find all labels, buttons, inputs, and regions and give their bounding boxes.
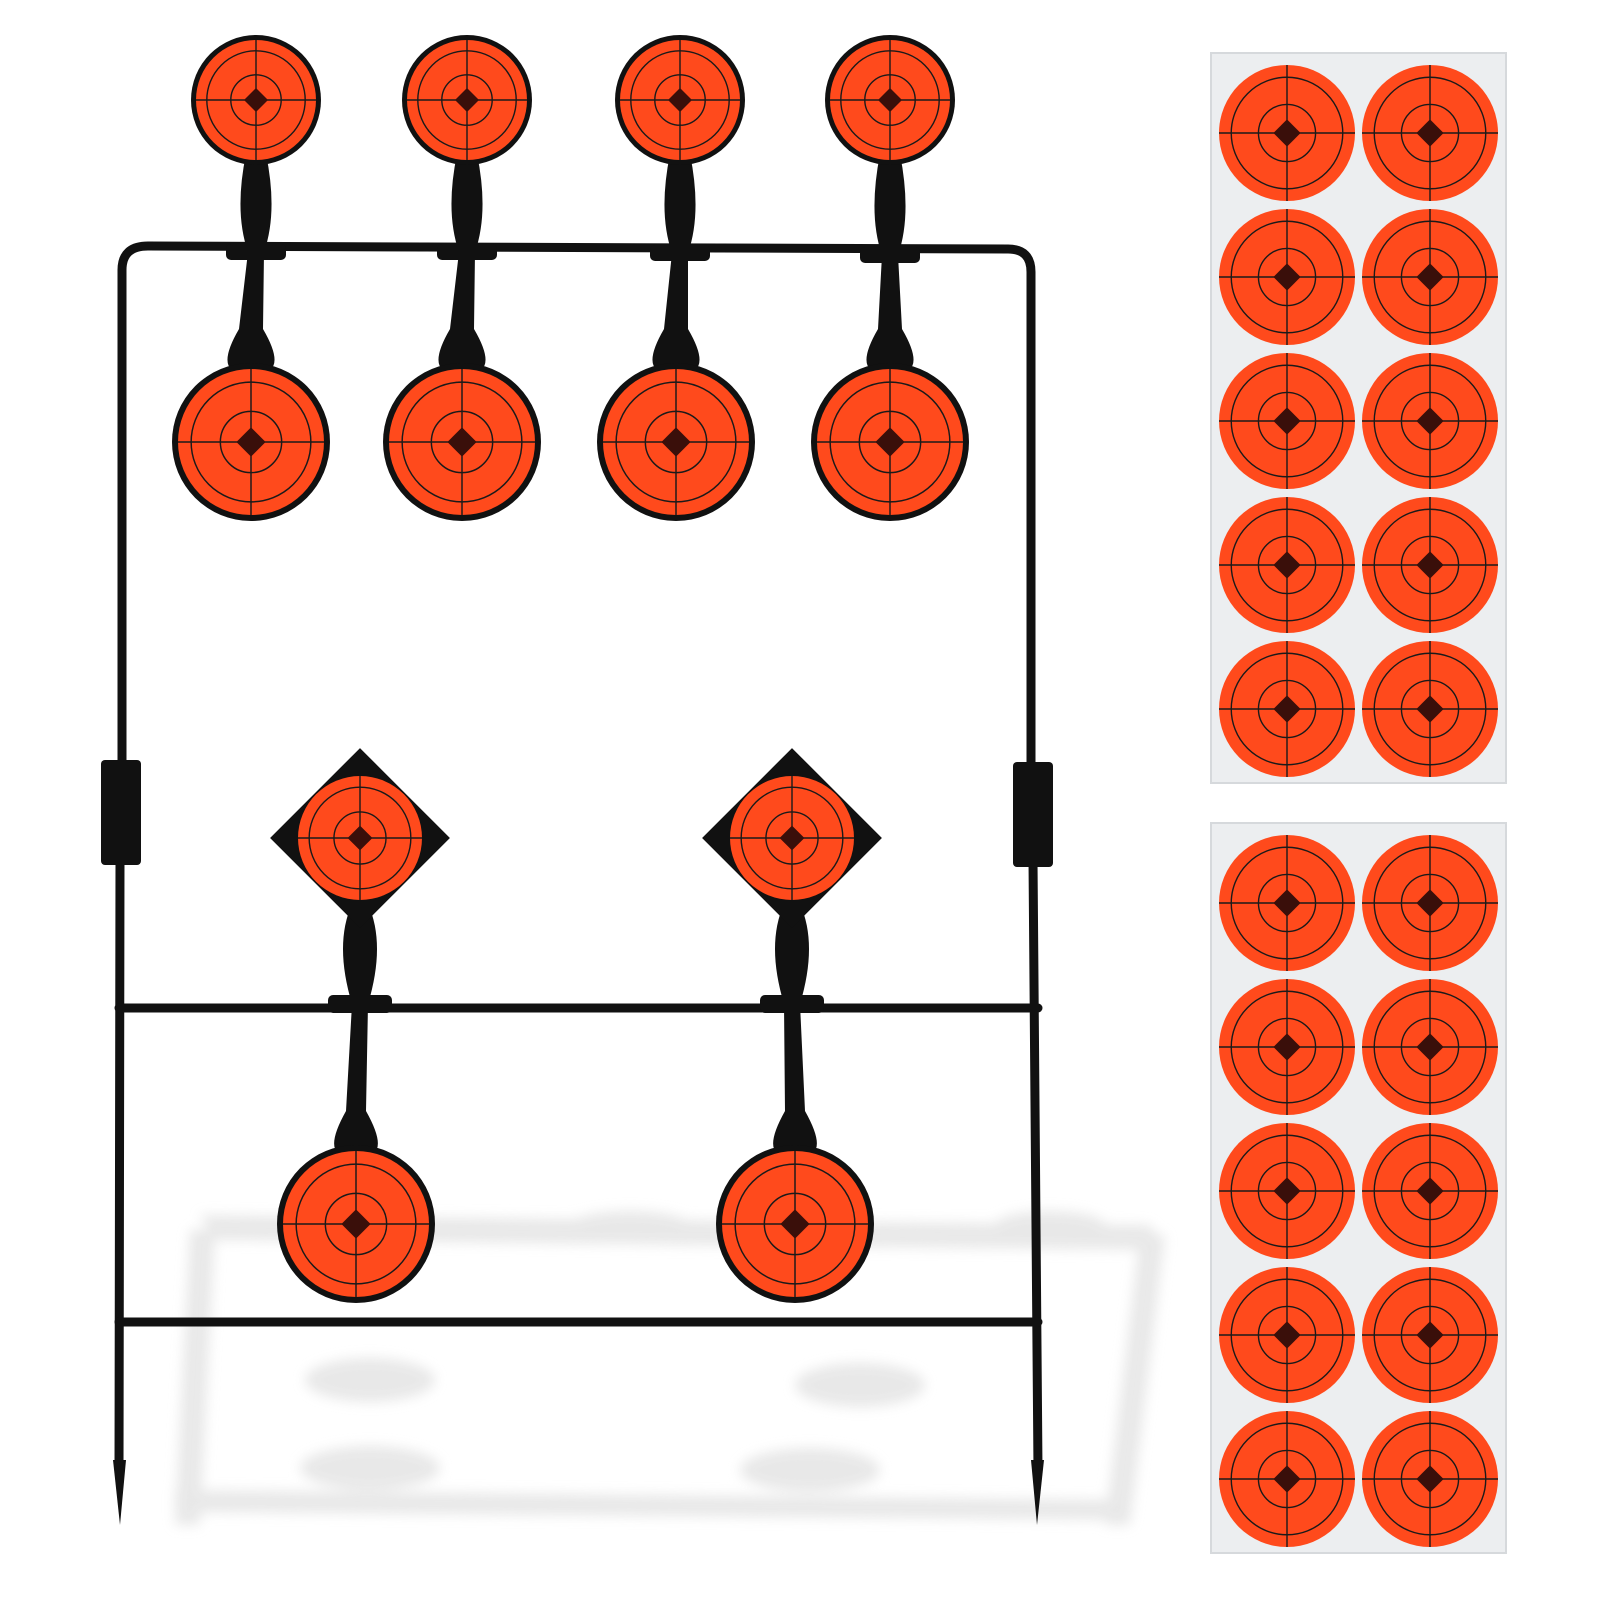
- pivot-collar: [650, 245, 710, 261]
- frame-left-leg: [114, 855, 125, 1475]
- target-sticker: [283, 1151, 429, 1297]
- target-sticker: [1219, 1123, 1355, 1259]
- pivot-collar: [328, 995, 392, 1013]
- target-sticker: [1362, 1267, 1498, 1403]
- target-sticker: [1362, 497, 1498, 633]
- target-sticker: [1219, 641, 1355, 777]
- ground-stake-left: [113, 1460, 126, 1525]
- target-stand-frame: [101, 241, 1053, 1525]
- paddle-arm: [866, 154, 914, 374]
- paddle-arm: [652, 154, 700, 374]
- target-sticker: [407, 40, 527, 160]
- upper-spinner-paddle: [597, 35, 755, 521]
- target-sticker: [1219, 1411, 1355, 1547]
- pivot-collar: [226, 244, 286, 260]
- target-sticker: [830, 40, 950, 160]
- ground-shadow: [175, 1211, 1165, 1525]
- target-sticker: [1219, 835, 1355, 971]
- pivot-collar: [860, 247, 920, 263]
- target-sticker: [1362, 1411, 1498, 1547]
- lower-spinner-paddle: [702, 748, 882, 1303]
- frame-right-leg: [1028, 855, 1043, 1475]
- shadow-disc: [740, 1448, 880, 1492]
- spinner-paddles: [172, 35, 969, 1303]
- target-sticker: [1362, 353, 1498, 489]
- target-sticker: [1362, 835, 1498, 971]
- paddle-arm: [773, 904, 817, 1156]
- frame-upper-loop: [117, 241, 1036, 865]
- target-sticker: [1362, 209, 1498, 345]
- upper-spinner-paddle: [811, 35, 969, 521]
- target-sticker: [389, 369, 535, 515]
- shadow-rail: [200, 1215, 1165, 1250]
- shadow-disc: [795, 1363, 925, 1407]
- frame-sleeve-left: [101, 760, 141, 865]
- sticker-sheet: [1210, 52, 1507, 784]
- target-sticker: [178, 369, 324, 515]
- target-sticker: [1219, 353, 1355, 489]
- target-sticker: [1219, 209, 1355, 345]
- shadow-base: [175, 1490, 1130, 1520]
- upper-spinner-paddle: [172, 35, 330, 521]
- shadow-disc: [305, 1358, 435, 1402]
- sticker-sheet: [1210, 822, 1507, 1554]
- target-sticker: [1219, 1267, 1355, 1403]
- shadow-disc: [300, 1446, 440, 1490]
- target-sticker: [1219, 65, 1355, 201]
- target-sticker: [1219, 979, 1355, 1115]
- target-sticker: [603, 369, 749, 515]
- shadow-disc: [570, 1211, 690, 1239]
- target-sticker: [620, 40, 740, 160]
- pivot-collar: [760, 995, 824, 1013]
- target-sticker: [1362, 1123, 1498, 1259]
- pivot-collar: [437, 244, 497, 260]
- target-sticker: [298, 776, 422, 900]
- target-sticker: [1362, 641, 1498, 777]
- target-sticker: [722, 1151, 868, 1297]
- frame-sleeve-right: [1013, 762, 1053, 867]
- shadow-post-right: [1105, 1235, 1165, 1525]
- shadow-post-left: [175, 1230, 215, 1525]
- shadow-disc: [995, 1211, 1105, 1239]
- paddle-arm: [227, 154, 275, 374]
- sticker-sheets: [1210, 52, 1507, 1554]
- lower-spinner-paddle: [270, 748, 450, 1303]
- target-sticker: [1219, 497, 1355, 633]
- target-sticker: [1362, 65, 1498, 201]
- paddle-arm: [334, 904, 378, 1156]
- target-sticker: [196, 40, 316, 160]
- ground-stake-right: [1031, 1460, 1044, 1525]
- target-sticker: [1362, 979, 1498, 1115]
- target-sticker: [730, 776, 854, 900]
- upper-spinner-paddle: [383, 35, 541, 521]
- paddle-arm: [438, 154, 486, 374]
- target-sticker: [817, 369, 963, 515]
